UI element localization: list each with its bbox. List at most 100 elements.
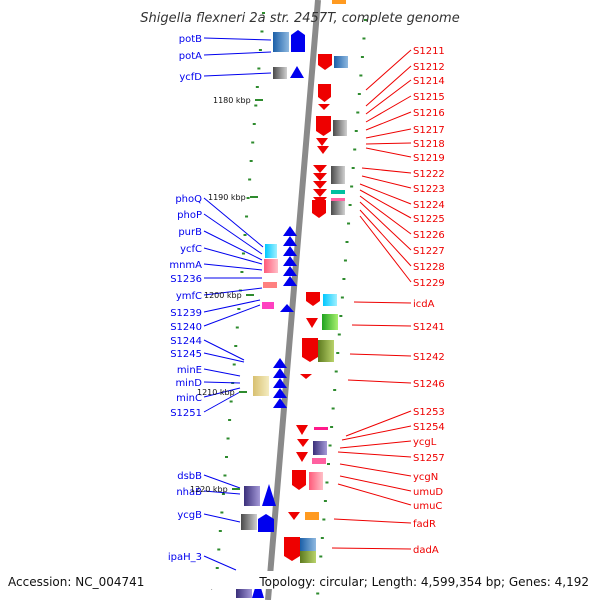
gene-arrow-up [283, 276, 297, 286]
feature-box [333, 120, 347, 136]
tick-mark [337, 333, 341, 336]
callout-line [341, 425, 412, 441]
gene-label-S1217: S1217 [413, 125, 445, 136]
callout-line [203, 37, 272, 41]
tick-mark [255, 86, 259, 88]
scale-label: 1180 kbp [213, 96, 251, 105]
tick-mark [359, 74, 363, 77]
callout-line [365, 128, 412, 139]
gene-arrow-up [273, 358, 287, 368]
tick-mark [330, 426, 334, 428]
tick-mark [228, 419, 232, 421]
gene-arrow-up [283, 266, 297, 276]
callout-line [203, 247, 263, 265]
gene-label-S1216: S1216 [413, 108, 445, 119]
gene-arrow-down [297, 439, 309, 447]
gene-label-S1245: S1245 [170, 349, 202, 360]
gene-label-S1219: S1219 [413, 153, 445, 164]
scale-label: 1200 kbp [204, 291, 242, 300]
gene-label-S1240: S1240 [170, 322, 202, 333]
gene-label-ycfD: ycfD [179, 72, 202, 83]
tick-mark [347, 222, 351, 225]
gene-arrow-up [280, 304, 294, 312]
feature-box [264, 259, 278, 273]
genome-backbone [265, 0, 321, 600]
gene-label-mnmA: mnmA [169, 260, 202, 271]
gene-block-up [258, 514, 274, 532]
callout-line [203, 391, 241, 413]
gene-label-S1229: S1229 [413, 278, 445, 289]
gene-block-down [318, 84, 331, 102]
gene-block-down [318, 54, 332, 70]
feature-box [331, 190, 345, 194]
gene-block-down [292, 470, 306, 490]
tick-mark [252, 123, 256, 125]
gene-label-S1236: S1236 [170, 274, 202, 285]
feature-box [314, 427, 328, 430]
tick-mark [229, 400, 233, 403]
tick-mark [251, 141, 255, 144]
gene-label-fadR: fadR [413, 519, 436, 530]
tick-mark [353, 148, 357, 151]
tick-mark [262, 12, 265, 14]
tick-mark [336, 352, 340, 354]
callout-line [203, 213, 263, 255]
tick-mark [319, 555, 323, 558]
gene-arrow-down [313, 173, 327, 181]
gene-arrow-up [283, 246, 297, 256]
scale-label: 1210 kbp [197, 388, 235, 397]
tick-mark [235, 326, 239, 329]
feature-box [241, 514, 257, 530]
gene-label-S1224: S1224 [413, 200, 445, 211]
tick-mark [215, 567, 219, 569]
callout-line [359, 183, 412, 205]
gene-label-umuD: umuD [413, 487, 443, 498]
callout-line [337, 483, 412, 506]
tick-mark [254, 104, 258, 107]
tick-mark [331, 407, 335, 410]
gene-label-S1225: S1225 [413, 214, 445, 225]
gene-arrow-up [273, 388, 287, 398]
tick-mark [360, 56, 364, 58]
feature-box [331, 198, 345, 202]
feature-box [331, 201, 345, 215]
tick-mark [246, 197, 250, 199]
callout-line [203, 230, 263, 261]
gene-label-ycgB: ycgB [177, 510, 202, 521]
callout-line [203, 299, 261, 313]
tick-mark [234, 345, 238, 347]
callout-line [361, 167, 412, 174]
gene-arrow-down [316, 138, 328, 146]
gene-label-minD: minD [175, 378, 202, 389]
gene-block-down [312, 200, 326, 218]
tick-mark [226, 437, 230, 440]
gene-label-ycgN: ycgN [413, 472, 438, 483]
tick-mark [334, 370, 338, 373]
callout-line [365, 79, 412, 115]
callout-line [203, 339, 245, 361]
tick-mark [241, 252, 245, 255]
tick-mark [348, 204, 352, 206]
callout-line [359, 189, 412, 219]
feature-box [323, 294, 337, 306]
gene-arrow-down [288, 512, 300, 520]
feature-box [331, 166, 345, 184]
gene-arrow-down [313, 181, 327, 189]
tick-mark [357, 93, 361, 95]
callout-line [365, 65, 412, 107]
tick-mark [237, 308, 241, 310]
callout-line [365, 147, 412, 158]
callout-line [333, 518, 412, 524]
gene-label-minC: minC [176, 393, 202, 404]
left-callout-lines [203, 37, 272, 571]
tick-mark [351, 167, 355, 169]
right-callout-lines [331, 49, 412, 550]
gene-arrow-down [296, 452, 308, 462]
tick-mark [316, 592, 320, 595]
tick-mark [240, 271, 244, 273]
callout-line [365, 142, 412, 145]
tick-mark [245, 215, 249, 218]
tick-mark [221, 493, 225, 495]
callout-line [361, 175, 412, 189]
